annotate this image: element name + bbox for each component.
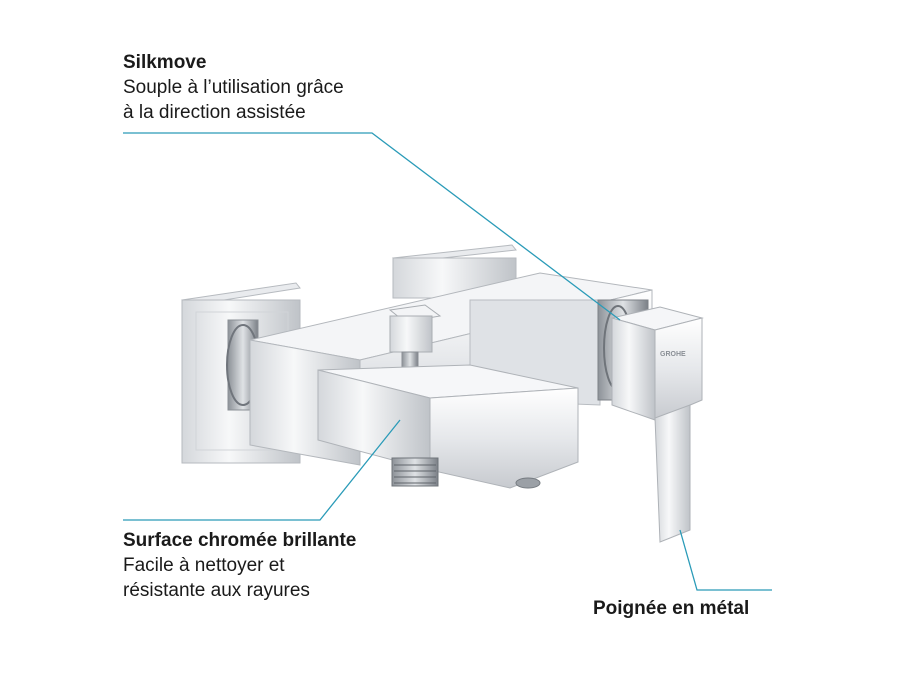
brand-logo: GROHE <box>660 351 686 358</box>
callout-silkmove: Silkmove Souple à l’utilisation grâce à … <box>123 50 344 125</box>
metal-handle: GROHE <box>611 306 704 543</box>
callout-handle: Poignée en métal <box>593 596 749 621</box>
callout-surface-title: Surface chromée brillante <box>123 530 357 551</box>
handle-leader-line <box>679 529 772 591</box>
silkmove-leader-line <box>123 132 621 321</box>
callout-silkmove-title: Silkmove <box>123 52 207 73</box>
callout-surface: Surface chromée brillante Facile à netto… <box>123 528 356 603</box>
surface-leader-line <box>123 419 401 521</box>
callout-silkmove-line-1: Souple à l’utilisation grâce <box>123 77 344 98</box>
callout-surface-line-2: résistante aux rayures <box>123 580 310 601</box>
callout-handle-title: Poignée en métal <box>593 598 750 619</box>
callout-surface-line-1: Facile à nettoyer et <box>123 555 285 576</box>
hose-outlet <box>391 457 439 487</box>
callout-silkmove-line-2: à la direction assistée <box>123 102 306 123</box>
spout <box>317 364 579 489</box>
